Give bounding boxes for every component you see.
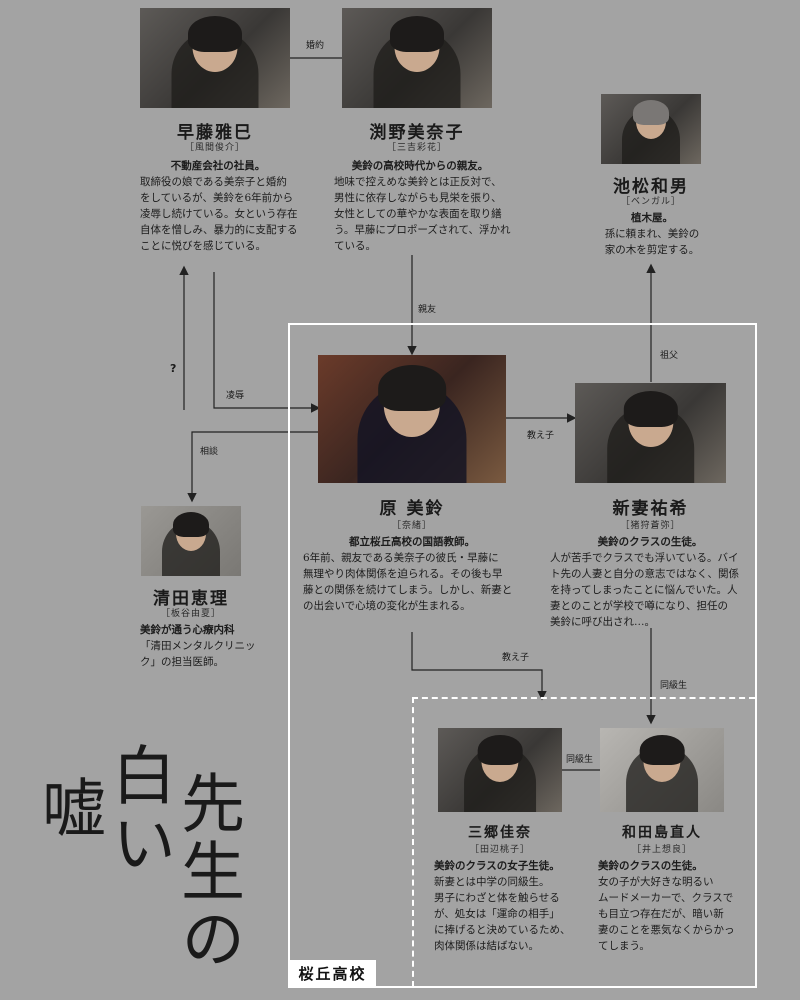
desc-line: 凌辱し続けている。女という存在: [140, 208, 298, 220]
desc-line: をしているが、美鈴を6年前から: [140, 192, 294, 204]
name-misato: 三郷佳奈: [468, 825, 532, 841]
label-classmate-2: 同級生: [566, 755, 594, 765]
label-violation: 凌辱: [226, 391, 245, 401]
desc-lead: 美鈴のクラスの生徒。: [597, 536, 703, 548]
desc-line: 男性に依存しながらも見栄を張り、: [334, 192, 502, 204]
desc-line: 男子にわざと体を触らせる: [434, 892, 560, 904]
desc-line: ト先の人妻と自分の意志ではなく、関係: [550, 568, 739, 580]
label-grandfather: 祖父: [660, 351, 679, 361]
actor-kiyota: ［板谷由夏］: [160, 609, 221, 619]
name-kiyota: 清田恵理: [153, 589, 229, 609]
name-hayafuji: 早藤雅巳: [177, 123, 253, 143]
desc-lead: 不動産会社の社員。: [170, 160, 266, 172]
desc-line: 人が苦手でクラスでも浮いている。バイ: [550, 552, 739, 564]
desc-niizuma: 美鈴のクラスの生徒。 人が苦手でクラスでも浮いている。バイ ト先の人妻と自分の意…: [550, 534, 750, 630]
desc-kiyota: 美鈴が通う心療内科 「清田メンタルクリニッ ク」の担当医師。: [140, 622, 270, 670]
desc-line: 無理やり肉体関係を迫られる。その後も早: [303, 568, 503, 580]
photo-niizuma: [575, 383, 726, 483]
desc-line: ている。: [334, 240, 376, 252]
desc-hara: 都立桜丘高校の国語教師。 6年前、親友である美奈子の彼氏・早藤に 無理やり肉体関…: [303, 534, 521, 614]
consult-line: [187, 431, 318, 503]
title-column-2: 白い: [101, 742, 175, 878]
name-fuchino: 渕野美奈子: [369, 123, 465, 143]
actor-wadajima: ［井上想良］: [631, 845, 692, 855]
desc-line: 新妻とは中学の同級生。: [434, 876, 550, 888]
desc-line: 自体を憎しみ、暴力的に支配する: [140, 224, 298, 236]
photo-kiyota: [141, 506, 241, 576]
desc-fuchino: 美鈴の高校時代からの親友。 地味で控えめな美鈴とは正反対で、 男性に依存しながら…: [334, 158, 511, 254]
desc-lead: 都立桜丘高校の国語教師。: [349, 536, 475, 548]
label-teaches-1: 教え子: [527, 431, 555, 441]
actor-hara: ［奈緒］: [391, 521, 432, 531]
desc-line: 女性としての華やかな表面を取り繕: [334, 208, 502, 220]
label-consult: 相談: [200, 447, 219, 457]
desc-line: 家の木を剪定する。: [604, 244, 700, 256]
actor-misato: ［田辺桃子］: [469, 845, 530, 855]
desc-lead: 植木屋。: [631, 212, 673, 224]
desc-line: 取締役の娘である美奈子と婚約: [140, 176, 287, 188]
desc-wadajima: 美鈴のクラスの生徒。 女の子が大好きな明るい ムードメーカーで、クラスで も目立…: [598, 858, 748, 954]
desc-line: 6年前、親友である美奈子の彼氏・早藤に: [303, 552, 499, 564]
desc-hayafuji: 不動産会社の社員。 取締役の娘である美奈子と婚約 をしているが、美鈴を6年前から…: [140, 158, 300, 254]
label-engagement: 婚約: [306, 41, 325, 51]
name-wadajima: 和田島直人: [622, 825, 702, 841]
desc-line: の出会いで心境の変化が生まれる。: [303, 600, 471, 612]
desc-line: ことに悦びを感じている。: [140, 240, 266, 252]
desc-line: 妻とのことが学校で噂になり、担任の: [550, 600, 728, 612]
label-question: ?: [170, 362, 177, 375]
desc-line: ク」の担当医師。: [140, 656, 224, 668]
desc-line: を持ってしまったことに悩んでいた。人: [550, 584, 738, 596]
desc-lead: 美鈴が通う心療内科: [140, 624, 235, 636]
desc-line: 「清田メンタルクリニッ: [140, 640, 256, 652]
desc-misato: 美鈴のクラスの女子生徒。 新妻とは中学の同級生。 男子にわざと体を触らせる が、…: [434, 858, 584, 954]
desc-line: 妻のことを悪気なくからかっ: [598, 924, 735, 936]
school-frame: [288, 323, 757, 988]
desc-line: ムードメーカーで、クラスで: [598, 892, 734, 904]
desc-line: 地味で控えめな美鈴とは正反対で、: [334, 176, 502, 188]
desc-line: が、処女は「運命の相手」: [434, 908, 560, 920]
desc-line: 藤との関係を続けてしまう。しかし、新妻と: [303, 584, 513, 596]
teaches-line-2: [411, 632, 547, 701]
actor-niizuma: ［猪狩蒼弥］: [620, 521, 681, 531]
name-hara: 原 美鈴: [379, 499, 445, 519]
desc-line: 肉体関係は結ばない。: [434, 940, 539, 952]
photo-hayafuji: [140, 8, 290, 108]
desc-line: 孫に頼まれ、美鈴の: [604, 228, 700, 240]
class-frame: [412, 697, 755, 987]
photo-wadajima: [600, 728, 724, 812]
desc-line: 美鈴に呼び出され…。: [550, 616, 655, 628]
desc-line: に捧げると決めているため、: [434, 924, 571, 936]
school-label: 桜丘高校: [289, 960, 376, 988]
desc-ikematsu: 植木屋。 孫に頼まれ、美鈴の 家の木を剪定する。: [596, 210, 708, 258]
actor-ikematsu: ［ベンガル］: [620, 197, 681, 207]
desc-line: も目立つ存在だが、暗い新: [598, 908, 724, 920]
label-classmate-1: 同級生: [660, 681, 688, 691]
title-column-3: 嘘: [31, 775, 105, 843]
desc-line: う。早藤にプロポーズされて、浮かれ: [334, 224, 511, 236]
actor-fuchino: ［三吉彩花］: [386, 143, 447, 153]
photo-fuchino: [342, 8, 492, 108]
desc-line: 女の子が大好きな明るい: [598, 876, 714, 888]
label-best-friend: 親友: [418, 305, 437, 315]
photo-hara: [318, 355, 506, 483]
violation-line: [213, 272, 321, 413]
desc-lead: 美鈴のクラスの女子生徒。: [434, 860, 560, 872]
label-teaches-2: 教え子: [502, 653, 530, 663]
name-niizuma: 新妻祐希: [612, 499, 689, 519]
desc-lead: 美鈴の高校時代からの親友。: [351, 160, 489, 172]
title-column-1: 先生の: [170, 770, 244, 974]
photo-misato: [438, 728, 562, 812]
photo-ikematsu: [601, 94, 701, 164]
name-ikematsu: 池松和男: [613, 177, 689, 197]
actor-hayafuji: ［風間俊介］: [184, 143, 245, 153]
desc-lead: 美鈴のクラスの生徒。: [598, 860, 703, 872]
desc-line: てしまう。: [598, 940, 650, 952]
